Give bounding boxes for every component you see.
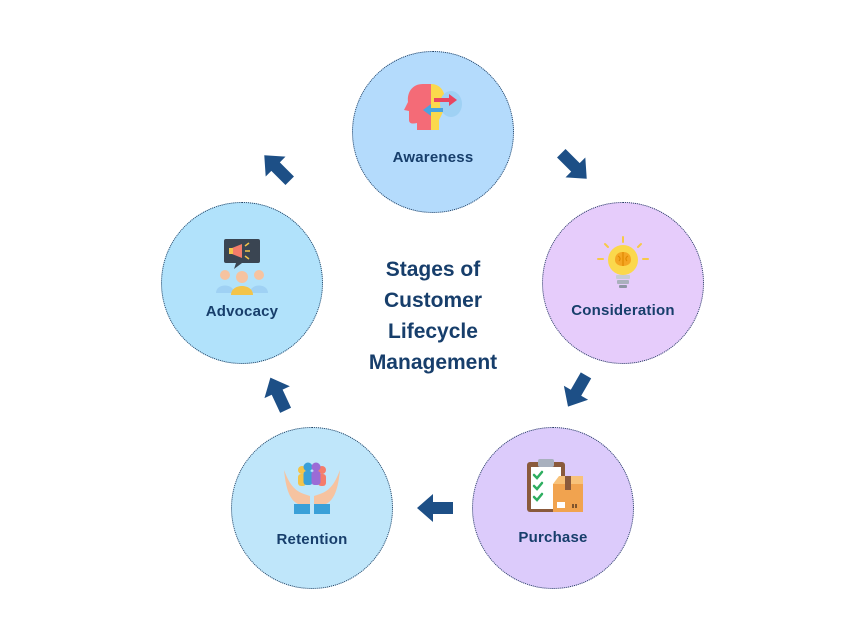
title-line-1: Stages of bbox=[385, 258, 481, 281]
megaphone-group-icon bbox=[216, 239, 268, 295]
arrow-retention-to-advocacy bbox=[264, 377, 292, 413]
stage-label-retention: Retention bbox=[276, 531, 348, 548]
stage-awareness: Awareness bbox=[352, 51, 514, 213]
stage-label-purchase: Purchase bbox=[518, 529, 588, 546]
arrow-awareness-to-consideration bbox=[557, 149, 587, 179]
arrow-advocacy-to-awareness bbox=[264, 155, 294, 185]
title-line-2: Customer bbox=[383, 289, 483, 312]
diagram-title: Stages of Customer Lifecycle Management bbox=[333, 254, 533, 378]
title-line-3: Lifecycle bbox=[388, 320, 478, 343]
stage-consideration: Consideration bbox=[542, 202, 704, 364]
stage-purchase: Purchase bbox=[472, 427, 634, 589]
title-line-4: Management bbox=[368, 351, 498, 374]
head-profile-icon bbox=[404, 84, 462, 130]
stage-retention: Retention bbox=[231, 427, 393, 589]
stage-label-advocacy: Advocacy bbox=[205, 303, 279, 320]
arrow-consideration-to-purchase bbox=[563, 372, 592, 407]
arrow-purchase-to-retention bbox=[417, 494, 453, 522]
stage-label-consideration: Consideration bbox=[571, 302, 675, 319]
clipboard-box-icon bbox=[527, 459, 583, 512]
lightbulb-brain-icon bbox=[597, 236, 649, 288]
stage-label-awareness: Awareness bbox=[392, 149, 474, 166]
stage-advocacy: Advocacy bbox=[161, 202, 323, 364]
hands-people-icon bbox=[284, 462, 340, 514]
